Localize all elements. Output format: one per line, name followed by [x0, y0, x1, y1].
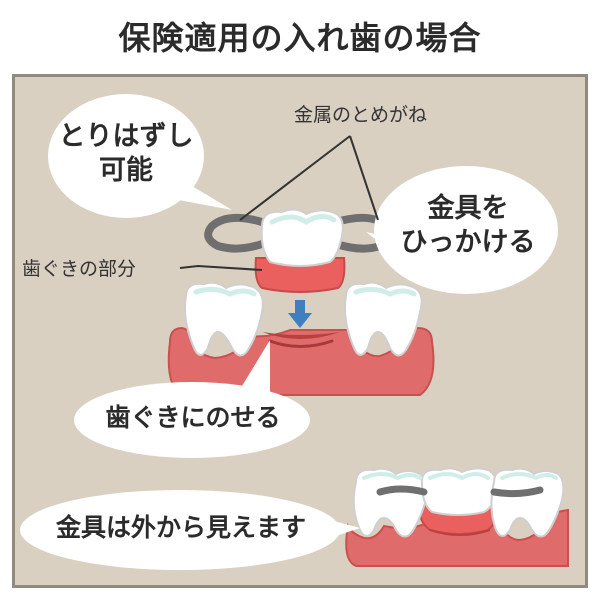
- lower-dentition: [345, 467, 569, 567]
- leader-lines: [179, 135, 379, 271]
- gum-gap: [262, 332, 340, 339]
- bubble-removable-line-1: とりはずし: [58, 121, 194, 152]
- natural-tooth-lower-right: [490, 467, 565, 538]
- bubble-hook-line-2: ひっかける: [400, 226, 536, 258]
- bubble-place-on-gum-text: 歯ぐきにのせる: [105, 403, 281, 432]
- natural-tooth-right-tint: [353, 286, 417, 297]
- natural-tooth-left-tint: [193, 286, 257, 297]
- gap-shadow: [268, 339, 334, 348]
- bubble-removable: [48, 94, 232, 218]
- clasp-lower-right: [490, 486, 544, 498]
- bubble-place-on-gum: [74, 340, 310, 458]
- natural-tooth-left: [184, 281, 264, 357]
- bubble-hook: [366, 166, 558, 294]
- leader-gum-part: [179, 264, 263, 271]
- tooth-tints-lower: [362, 472, 558, 481]
- artificial-tooth: [260, 208, 344, 267]
- upper-dentition: [167, 281, 435, 396]
- leader-clasp-left: [239, 135, 351, 221]
- bubble-hook-line-1: 金具を: [427, 193, 509, 224]
- clasp-lower-left: [376, 485, 428, 496]
- leader-clasp-right: [349, 135, 379, 221]
- bubble-visible-text: 金具は外から見えます: [55, 513, 306, 542]
- label-gum-part: 歯ぐきの部分: [22, 258, 137, 280]
- gum-lower: [345, 508, 569, 567]
- denture-base: [254, 257, 346, 293]
- natural-tooth-lower-left: [352, 467, 429, 538]
- artificial-tooth-tint: [269, 214, 337, 226]
- gum-lower-line: [429, 529, 491, 536]
- natural-tooth-right: [344, 281, 423, 357]
- bubble-visible: [20, 490, 360, 570]
- denture-removable: [204, 208, 394, 293]
- arrow-down-icon: [288, 300, 312, 328]
- bubble-removable-line-2: 可能: [99, 154, 153, 186]
- bubble-hook-text: 金具を ひっかける: [380, 192, 556, 260]
- page-title: 保険適用の入れ歯の場合: [118, 19, 482, 57]
- bubble-removable-text: とりはずし 可能: [50, 120, 202, 188]
- clasp-left: [204, 213, 266, 253]
- label-metal-clasp: 金属のとめがね: [294, 104, 428, 126]
